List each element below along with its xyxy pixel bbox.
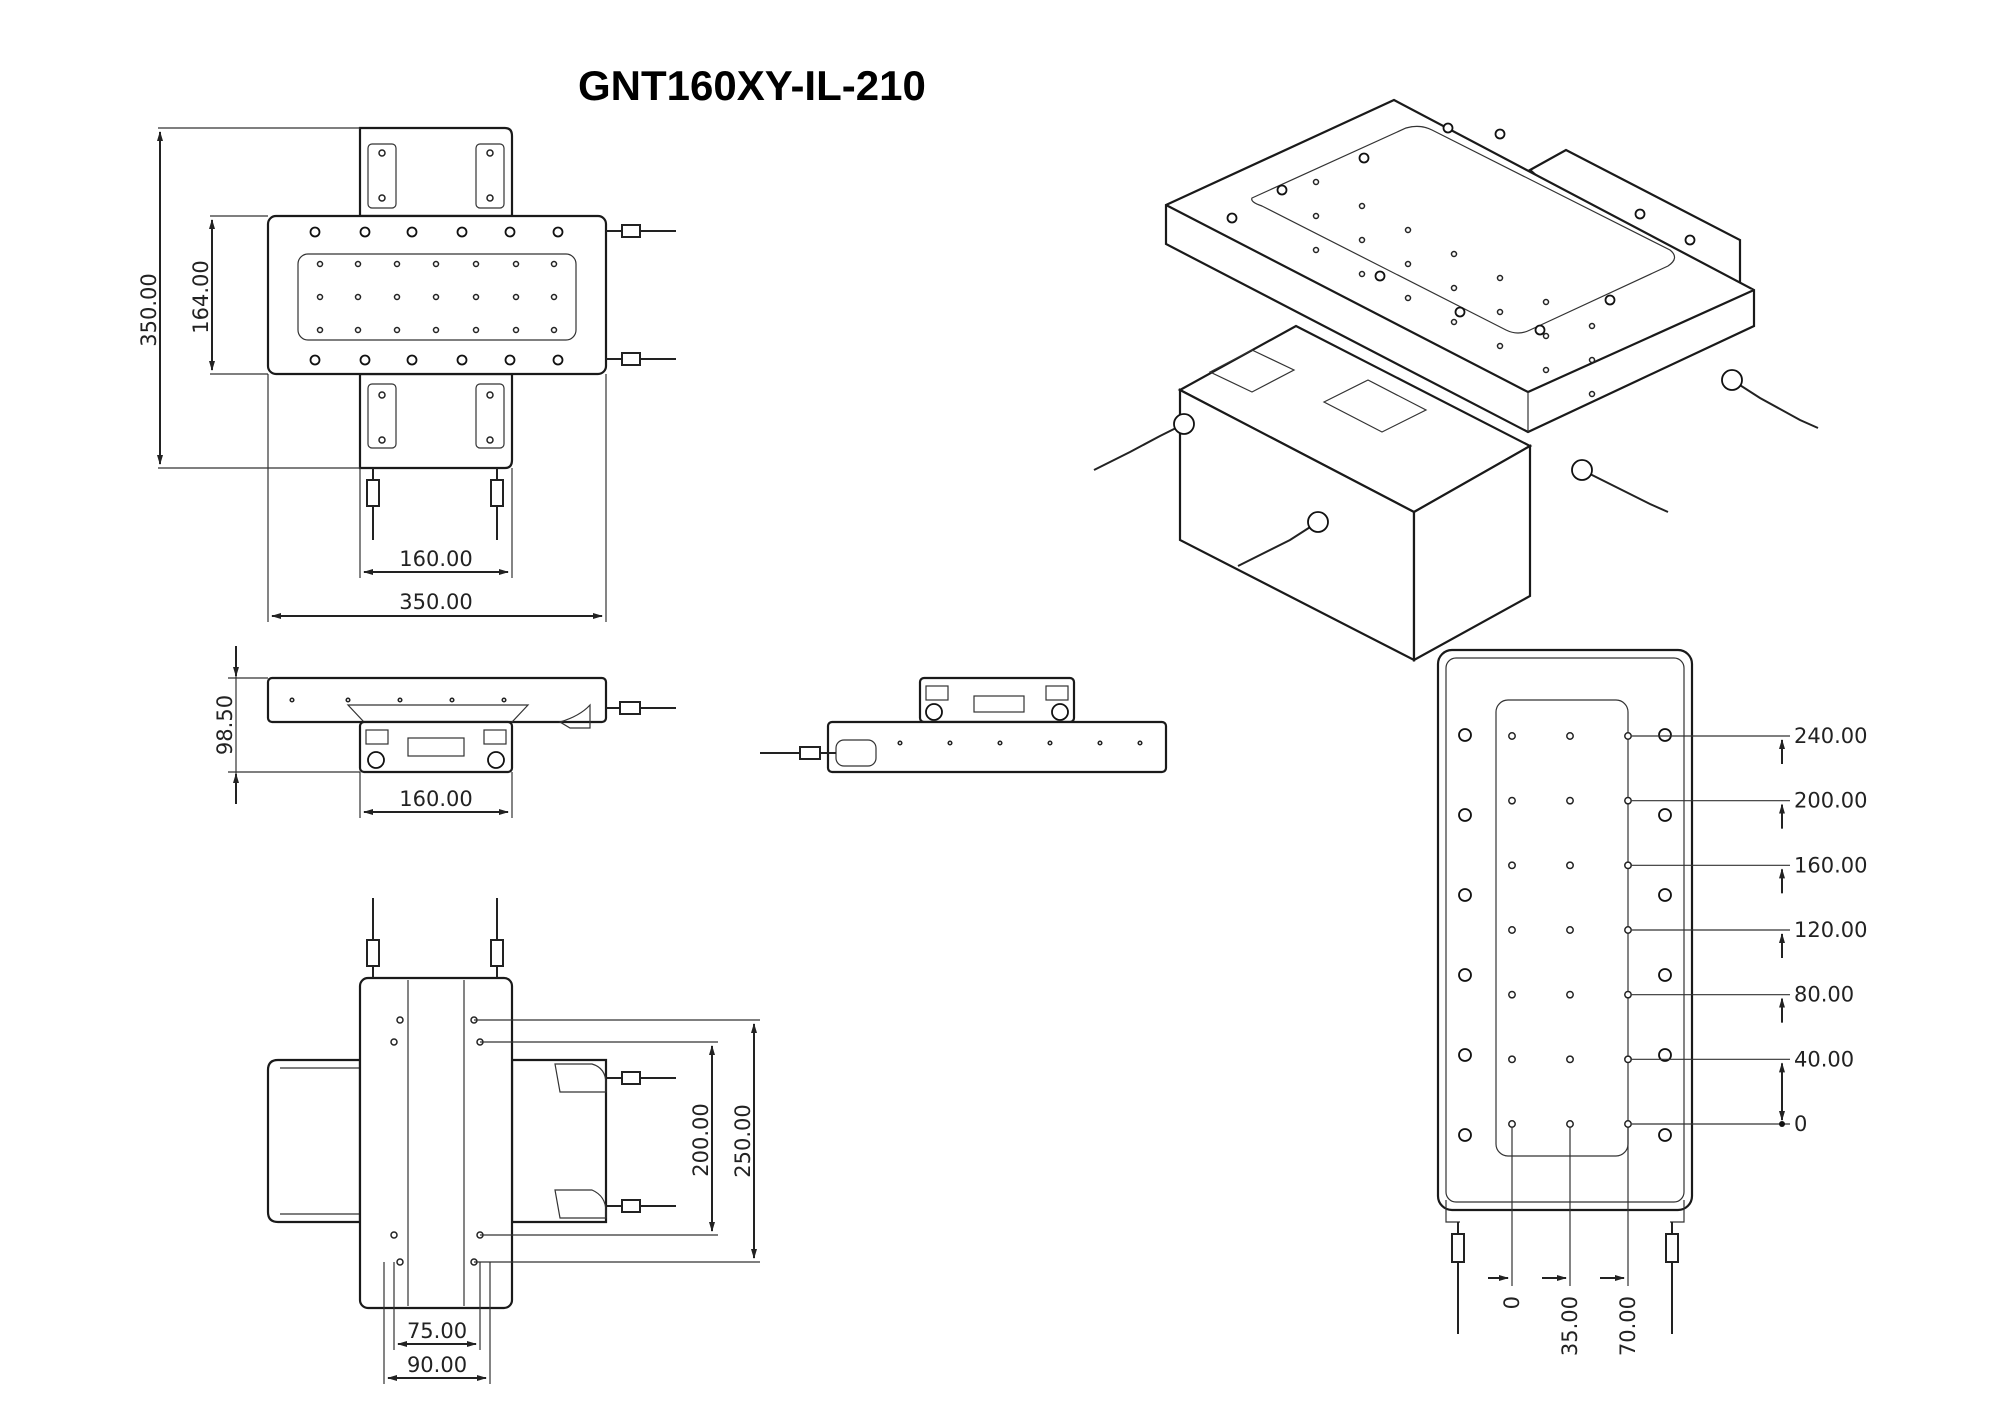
dim-hole-y-5: 40.00 <box>1794 1047 1854 1071</box>
bottom-view: 250.00 200.00 75.00 90.00 <box>266 898 760 1384</box>
dim-top-overall-height: 350.00 <box>137 273 161 346</box>
dim-hole-y-0: 240.00 <box>1794 724 1867 748</box>
dim-hole-x-2: 70.00 <box>1616 1296 1640 1356</box>
top-view: 350.00 164.00 160.00 350.00 <box>137 126 676 622</box>
dim-hole-y-3: 120.00 <box>1794 918 1867 942</box>
dim-hole-y-6: 0 <box>1794 1112 1807 1136</box>
dim-bottom-width-outer: 90.00 <box>407 1353 467 1377</box>
dim-top-bottom-overall: 350.00 <box>399 590 472 614</box>
side-view <box>760 676 1168 774</box>
dim-top-bottom-inner: 160.00 <box>399 547 472 571</box>
dim-front-width: 160.00 <box>399 787 472 811</box>
front-view: 98.50 160.00 <box>213 646 676 818</box>
dim-hole-y-2: 160.00 <box>1794 853 1867 877</box>
dim-hole-x-0: 0 <box>1500 1296 1524 1309</box>
dim-bottom-spacing-inner: 200.00 <box>689 1103 713 1176</box>
dim-front-height: 98.50 <box>213 695 237 755</box>
dim-bottom-width-inner: 75.00 <box>407 1319 467 1343</box>
dim-hole-y-4: 80.00 <box>1794 983 1854 1007</box>
dim-bottom-spacing-outer: 250.00 <box>731 1104 755 1177</box>
dim-top-inner-height: 164.00 <box>189 260 213 333</box>
hole-pattern-view: 240.00 200.00 160.00 120.00 80.00 40.00 0 0 35.… <box>1436 648 1867 1356</box>
isometric-view <box>1093 98 1819 662</box>
dim-hole-x-1: 35.00 <box>1558 1296 1582 1356</box>
dim-hole-y-1: 200.00 <box>1794 789 1867 813</box>
drawing-title: GNT160XY-IL-210 <box>578 62 926 109</box>
